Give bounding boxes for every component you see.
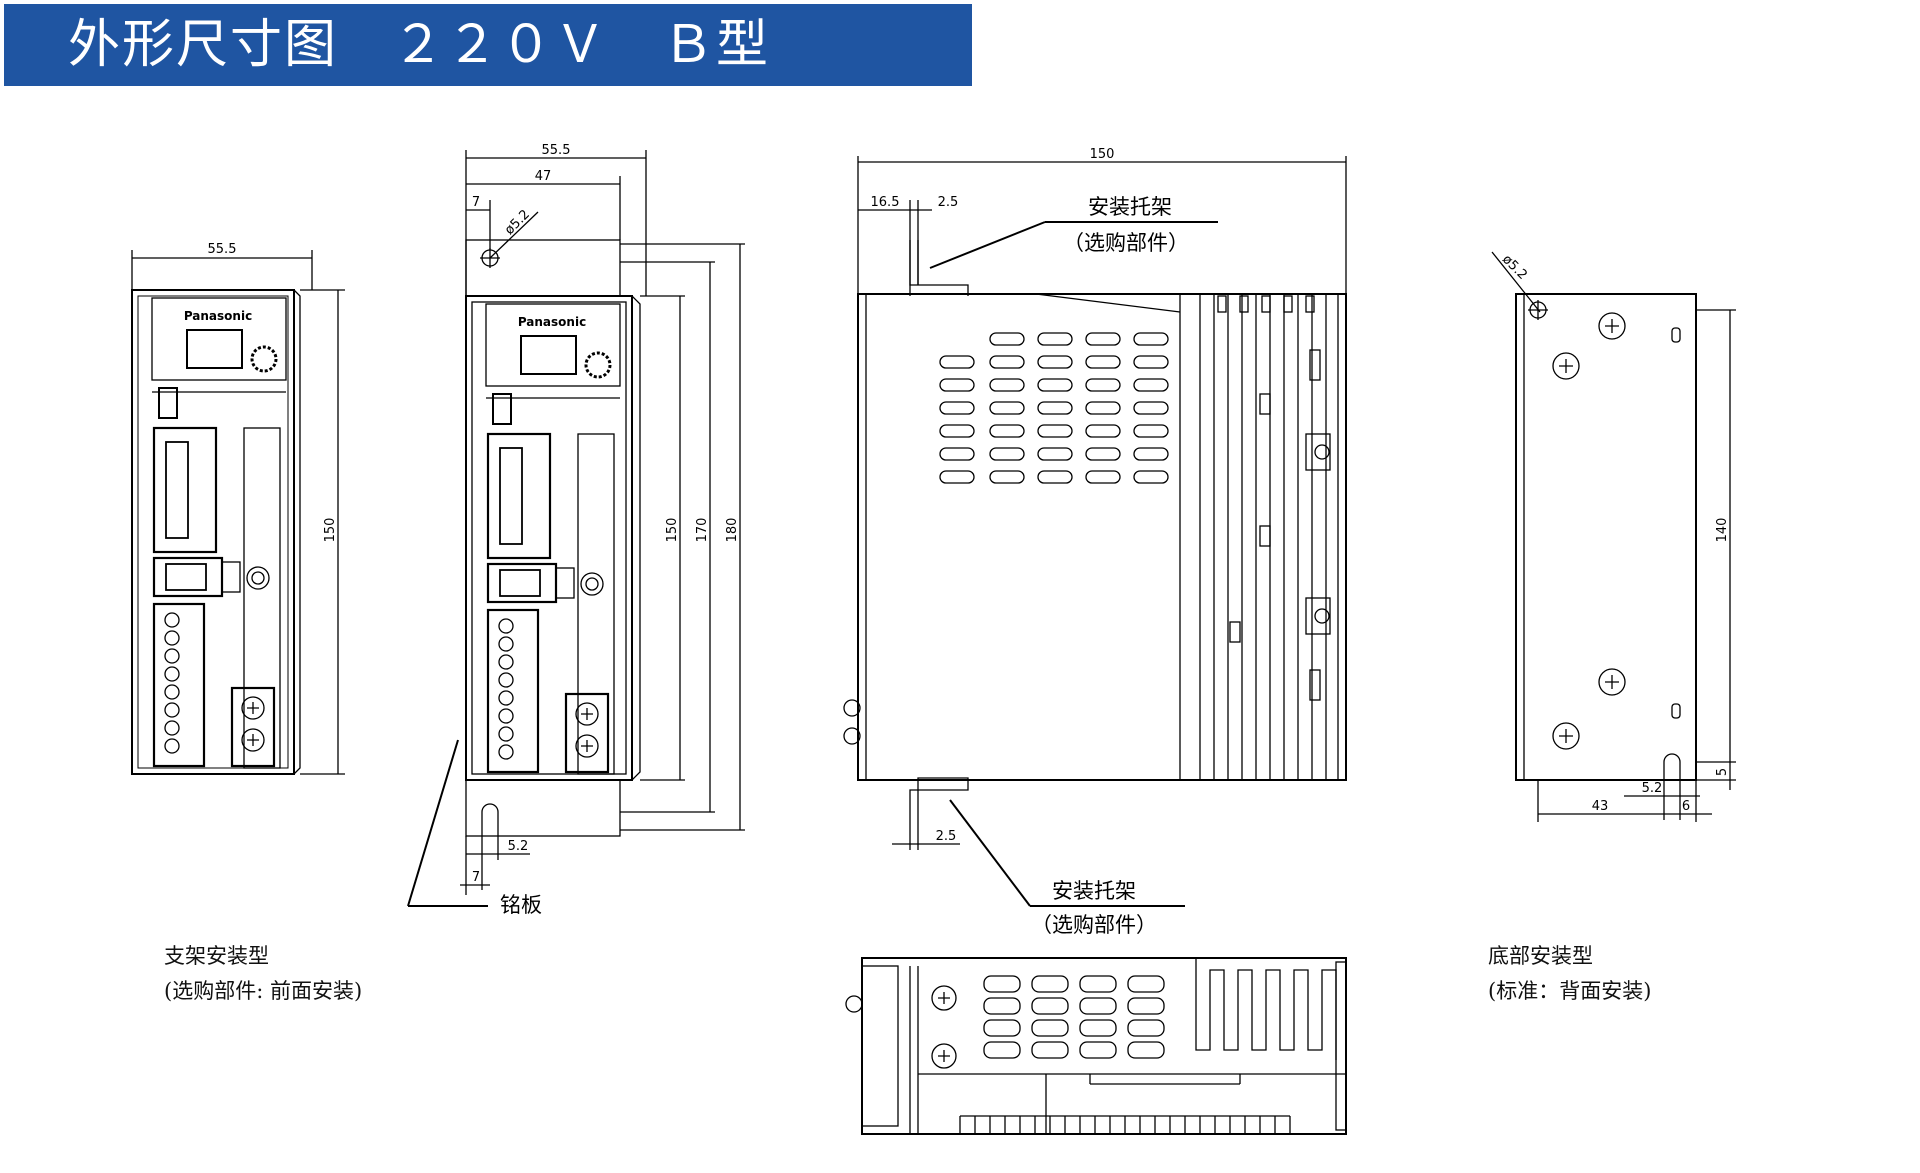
page-title: 外形尺寸图 ２２０Ｖ Ｂ型	[68, 15, 771, 75]
caption-right-note: (标准：背面安装)	[1488, 979, 1652, 1003]
bottom-view	[845, 957, 1347, 1135]
caption-left-note: (选购部件: 前面安装)	[164, 979, 363, 1003]
front-height-label: 150	[323, 518, 338, 543]
bracket-note-top: （选购部件）	[1063, 231, 1189, 255]
bracket-front-brand: Panasonic	[518, 315, 586, 329]
bracket-front-view: 55.5 47 7 ø5.2 Panasonic	[407, 143, 745, 917]
bracket-front-h1: 150	[665, 518, 680, 543]
back-slot-label: 5.2	[1642, 781, 1663, 796]
bracket-front-width-outer: 55.5	[542, 143, 571, 158]
caption-left-title: 支架安装型	[164, 944, 269, 968]
bracket-front-offset-bottom: 7	[472, 870, 480, 885]
bracket-front-offset: 7	[472, 195, 480, 210]
header-bar	[4, 4, 972, 86]
bracket-front-h2: 170	[695, 518, 710, 543]
bracket-label-top: 安装托架	[1088, 195, 1172, 219]
bracket-front-hole: ø5.2	[502, 207, 533, 238]
back-height-label: 140	[1715, 518, 1730, 543]
side-vents	[939, 332, 1169, 484]
bracket-front-width-inner: 47	[535, 169, 552, 184]
back-width-label: 43	[1592, 799, 1609, 814]
front-view: 55.5 Panasonic 150	[131, 242, 345, 775]
bracket-note-bottom: （选购部件）	[1031, 913, 1157, 937]
caption-right-title: 底部安装型	[1488, 944, 1593, 968]
bracket-front-h3: 180	[725, 518, 740, 543]
side-view: 150 16.5 2.5 安装托架 （选购部件）	[843, 147, 1347, 937]
back-edge-label: 6	[1682, 799, 1690, 814]
heatsink-fins	[1213, 294, 1339, 780]
bracket-front-slot: 5.2	[508, 839, 529, 854]
side-bracket-thickness-bottom: 2.5	[936, 829, 957, 844]
bracket-label-bottom: 安装托架	[1052, 879, 1136, 903]
side-bracket-thickness: 2.5	[938, 195, 959, 210]
side-depth-label: 150	[1090, 147, 1115, 162]
nameplate-label: 铭板	[500, 893, 542, 917]
back-bottom-label: 5	[1715, 768, 1730, 776]
side-bracket-offset: 16.5	[871, 195, 900, 210]
front-width-label: 55.5	[208, 242, 237, 257]
back-view: ø5.2 140 5 5.2 43 6	[1491, 251, 1736, 822]
front-brand: Panasonic	[184, 309, 252, 323]
